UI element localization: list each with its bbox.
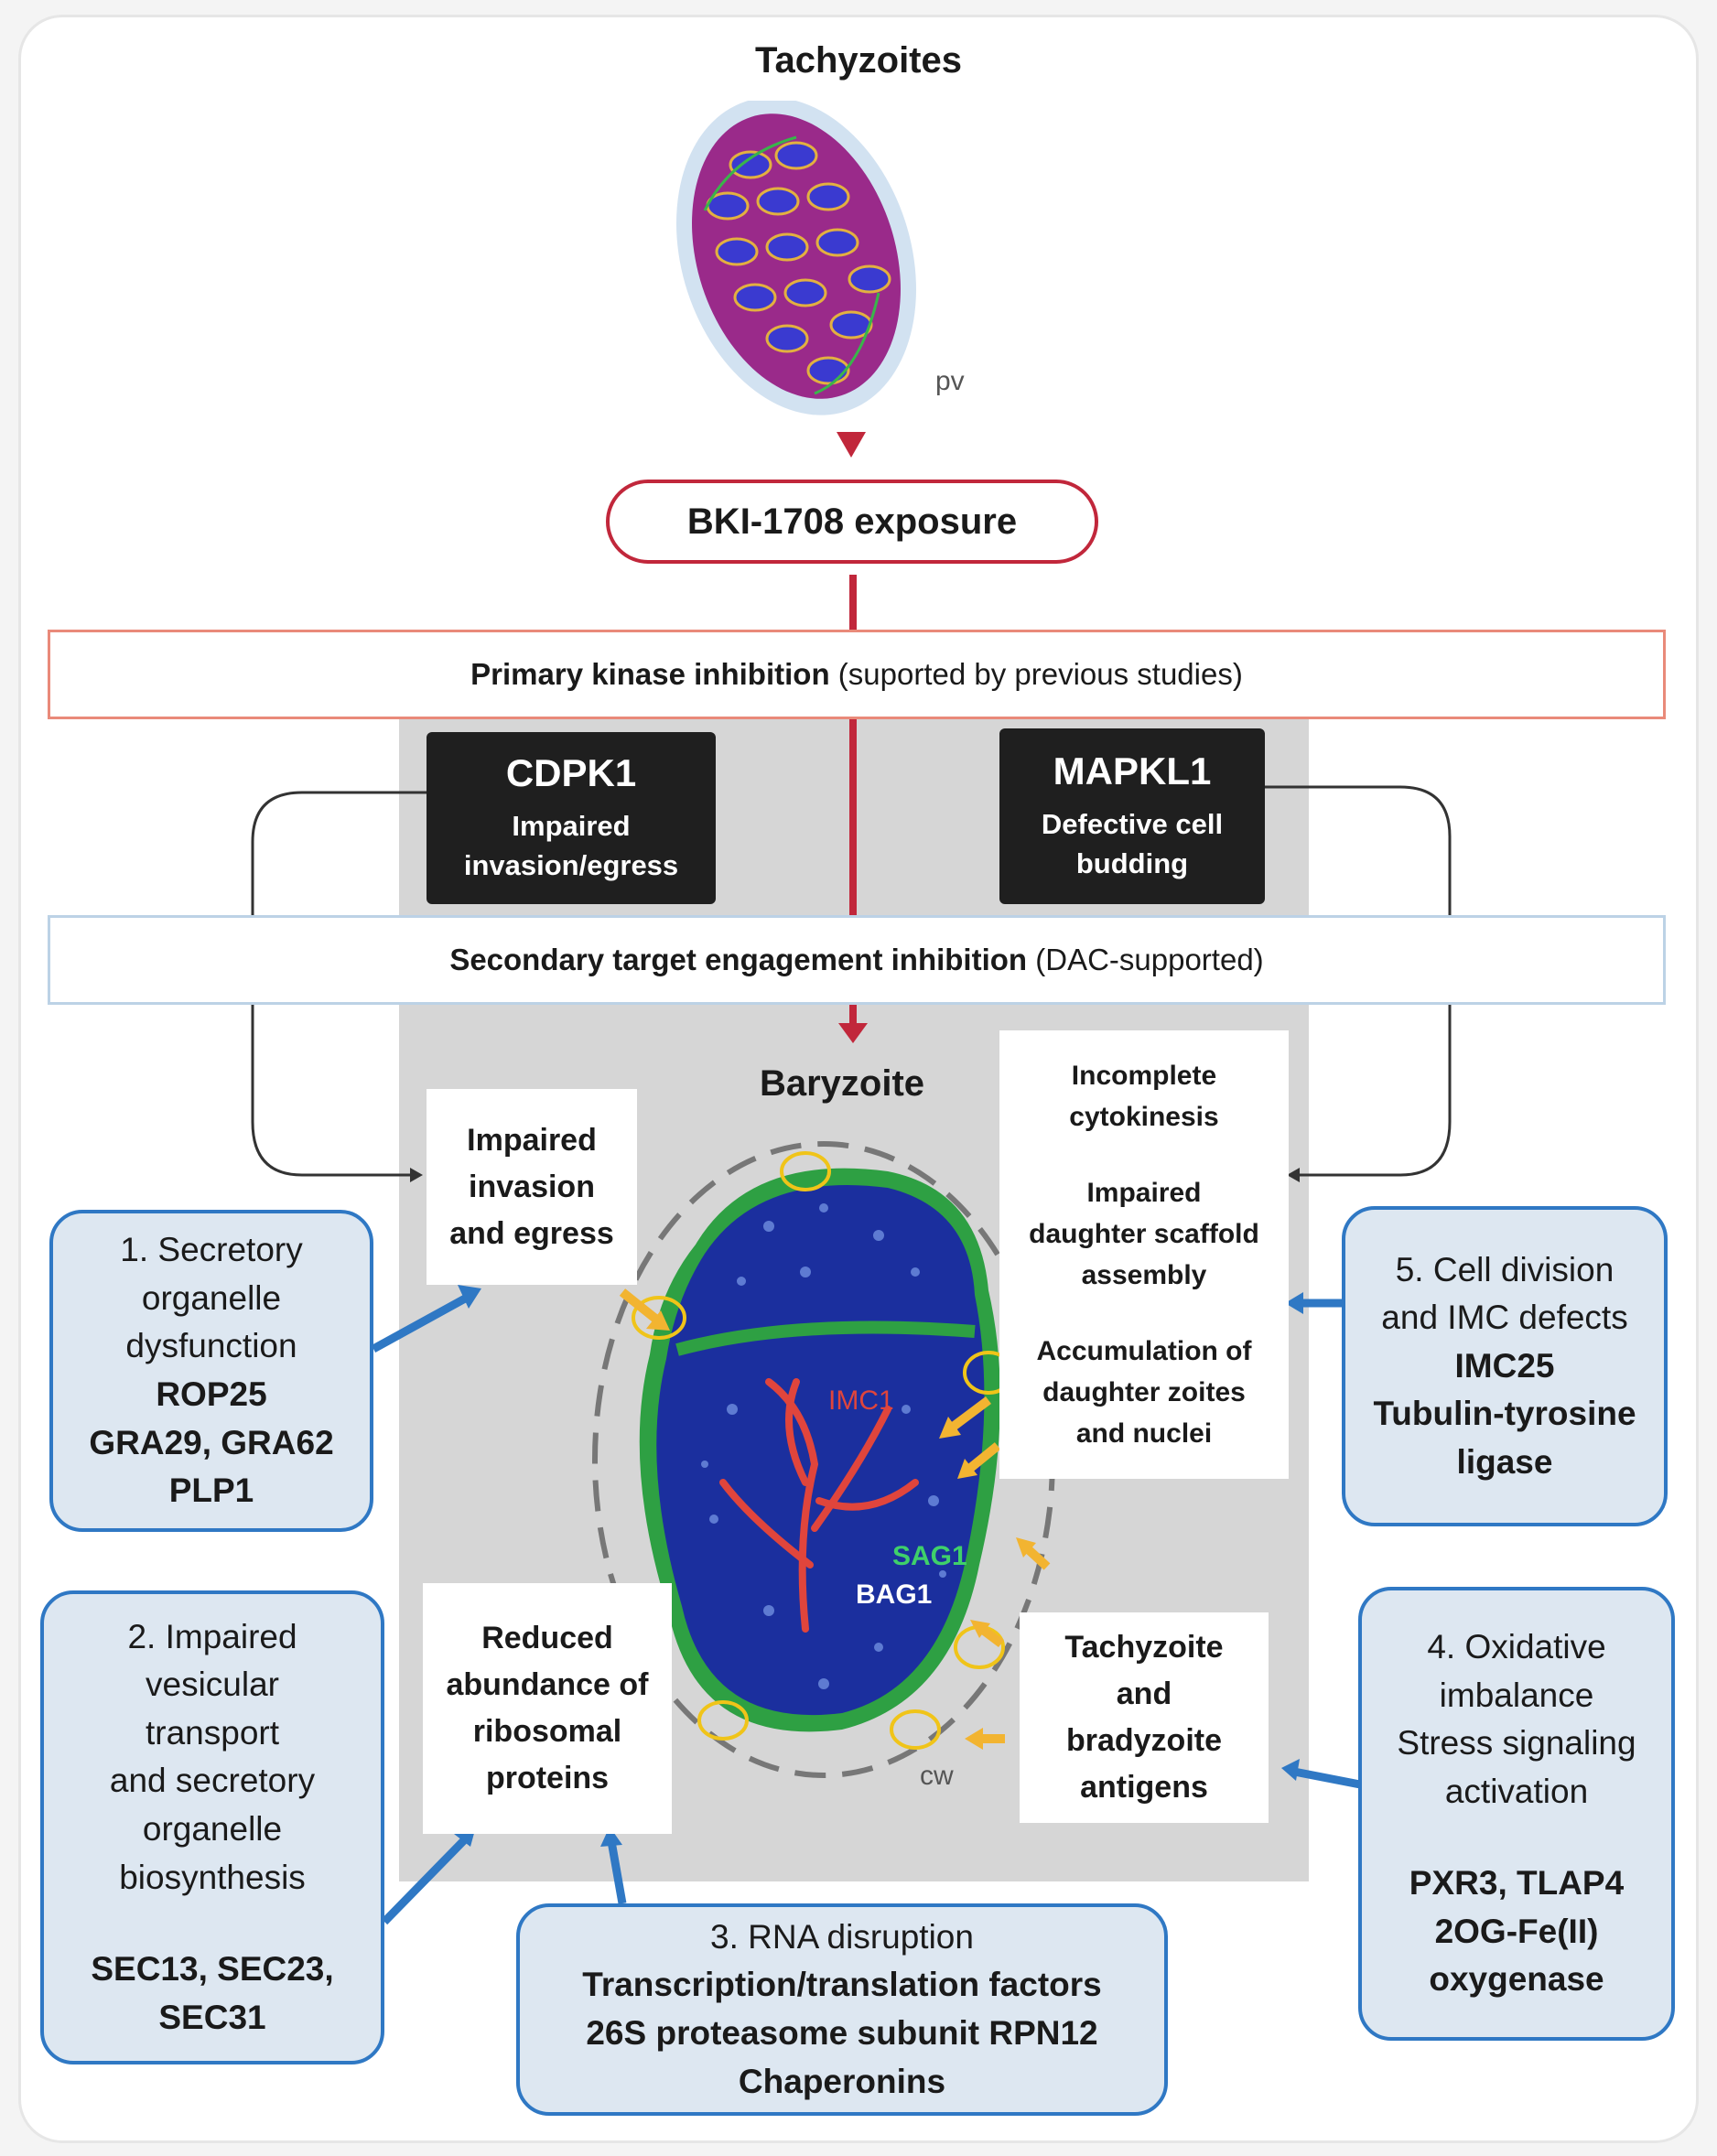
accumulation-line: Accumulation of — [1036, 1336, 1252, 1366]
secondary-target-inhibition-band: Secondary target engagement inhibition (… — [48, 915, 1666, 1005]
box3-gene: Chaperonins — [738, 2062, 946, 2100]
box4-gene: 2OG-Fe(II) — [1434, 1912, 1599, 1950]
invasion-line: Impaired — [467, 1122, 597, 1158]
box2-line: 2. Impaired — [127, 1617, 297, 1655]
red-arrow-to-exposure — [837, 432, 866, 458]
box4-gene: PXR3, TLAP4 — [1409, 1864, 1625, 1903]
box1-line: dysfunction — [125, 1327, 297, 1365]
box5-gene: ligase — [1456, 1442, 1553, 1481]
invasion-egress-box: Impaired invasion and egress — [427, 1089, 637, 1285]
box2-gene: SEC13, SEC23, — [91, 1950, 334, 1989]
box1-gene: ROP25 — [156, 1375, 267, 1413]
ribosomal-proteins-box: Reduced abundance of ribosomal proteins — [423, 1583, 672, 1834]
scaffold-line: daughter scaffold — [1029, 1219, 1259, 1249]
cw-label: cw — [920, 1761, 954, 1791]
box1-gene: PLP1 — [168, 1471, 254, 1510]
scaffold-text: Impaired daughter scaffold assembly — [1029, 1172, 1259, 1296]
box2-gene: SEC31 — [158, 1998, 266, 2036]
tachyzoites-title: Tachyzoites — [755, 40, 962, 81]
box5-line: 5. Cell division — [1395, 1250, 1614, 1288]
imc1-label: IMC1 — [828, 1385, 894, 1416]
cdpk1-line1: Impaired — [512, 809, 631, 842]
accumulation-line: daughter zoites — [1042, 1377, 1246, 1407]
ribosomal-line: abundance of — [446, 1667, 649, 1702]
scaffold-line: Impaired — [1086, 1178, 1202, 1208]
antigens-line: antigens — [1080, 1770, 1208, 1805]
pv-label: pv — [935, 366, 965, 396]
antigens-line: and — [1116, 1676, 1172, 1711]
box5-gene: IMC25 — [1454, 1346, 1555, 1385]
box2-line: biosynthesis — [119, 1858, 306, 1896]
primary-band-note: (suported by previous studies) — [829, 657, 1243, 691]
cdpk1-line2: invasion/egress — [463, 849, 679, 881]
box4-line: imbalance — [1439, 1676, 1594, 1714]
mapkl1-line1: Defective cell — [1041, 807, 1224, 840]
secretory-organelle-box: 1. Secretory organelle dysfunction ROP25… — [49, 1210, 373, 1532]
box2-line: organelle — [142, 1810, 283, 1848]
sag1-label: SAG1 — [892, 1541, 967, 1571]
bki-1708-exposure-node: BKI-1708 exposure — [606, 480, 1098, 564]
cytokinesis-line: Incomplete — [1071, 1061, 1217, 1091]
primary-band-bold: Primary kinase inhibition — [470, 657, 830, 691]
secondary-band-bold: Secondary target engagement inhibition — [449, 943, 1028, 976]
cytokinesis-text: Incomplete cytokinesis — [1069, 1055, 1218, 1137]
primary-kinase-inhibition-band: Primary kinase inhibition (suported by p… — [48, 630, 1666, 719]
ribosomal-line: proteins — [485, 1761, 610, 1795]
mapkl1-line2: budding — [1075, 847, 1189, 879]
box4-line: Stress signaling — [1397, 1724, 1636, 1763]
invasion-line: invasion — [469, 1169, 595, 1204]
mapkl1-box: MAPKL1 Defective cell budding — [999, 728, 1265, 904]
bag1-label: BAG1 — [856, 1579, 932, 1610]
box4-line: 4. Oxidative — [1427, 1628, 1606, 1666]
mapkl1-name: MAPKL1 — [1053, 749, 1212, 792]
box1-line: organelle — [141, 1278, 282, 1317]
scaffold-line: assembly — [1081, 1260, 1207, 1290]
antigens-line: Tachyzoite — [1064, 1630, 1224, 1665]
baryzoite-title: Baryzoite — [759, 1063, 925, 1104]
ribosomal-line: ribosomal — [472, 1714, 622, 1749]
rna-disruption-box: 3. RNA disruption Transcription/translat… — [516, 1903, 1168, 2116]
vesicular-transport-box: 2. Impaired vesicular transport and secr… — [40, 1590, 384, 2064]
accumulation-text: Accumulation of daughter zoites and nucl… — [1036, 1331, 1251, 1454]
box2-line: vesicular — [146, 1666, 279, 1704]
secondary-band-note: (DAC-supported) — [1027, 943, 1264, 976]
box5-line: and IMC defects — [1381, 1299, 1628, 1337]
box2-line: and secretory — [109, 1762, 316, 1800]
cytokinesis-line: cytokinesis — [1069, 1102, 1219, 1132]
antigens-line: bradyzoite — [1065, 1723, 1223, 1758]
box3-line: 3. RNA disruption — [710, 1917, 974, 1956]
box1-line: 1. Secretory — [120, 1231, 303, 1269]
box3-gene: 26S proteasome subunit RPN12 — [586, 2014, 1098, 2052]
baryzoite-cyst-illustration: IMC1 SAG1 BAG1 cw — [592, 1141, 1055, 1791]
box4-gene: oxygenase — [1429, 1960, 1604, 1999]
box1-gene: GRA29, GRA62 — [89, 1423, 334, 1461]
invasion-line: and egress — [449, 1215, 614, 1251]
oxidative-imbalance-box: 4. Oxidative imbalance Stress signaling … — [1358, 1587, 1675, 2041]
antigens-box: Tachyzoite and bradyzoite antigens — [1020, 1612, 1269, 1823]
ribosomal-line: Reduced — [481, 1621, 613, 1655]
box2-line: transport — [145, 1713, 279, 1752]
cell-division-imc-box: 5. Cell division and IMC defects IMC25 T… — [1342, 1206, 1668, 1526]
cell-division-effects-box: Incomplete cytokinesis Impaired daughter… — [999, 1030, 1289, 1479]
box5-gene: Tubulin-tyrosine — [1373, 1395, 1636, 1433]
accumulation-line: and nuclei — [1075, 1418, 1213, 1449]
cdpk1-box: CDPK1 Impaired invasion/egress — [427, 732, 716, 904]
box4-line: activation — [1444, 1772, 1589, 1810]
tachyzoite-vacuole-illustration: pv — [676, 101, 965, 415]
box3-gene: Transcription/translation factors — [582, 1966, 1102, 2004]
cdpk1-name: CDPK1 — [505, 750, 637, 794]
